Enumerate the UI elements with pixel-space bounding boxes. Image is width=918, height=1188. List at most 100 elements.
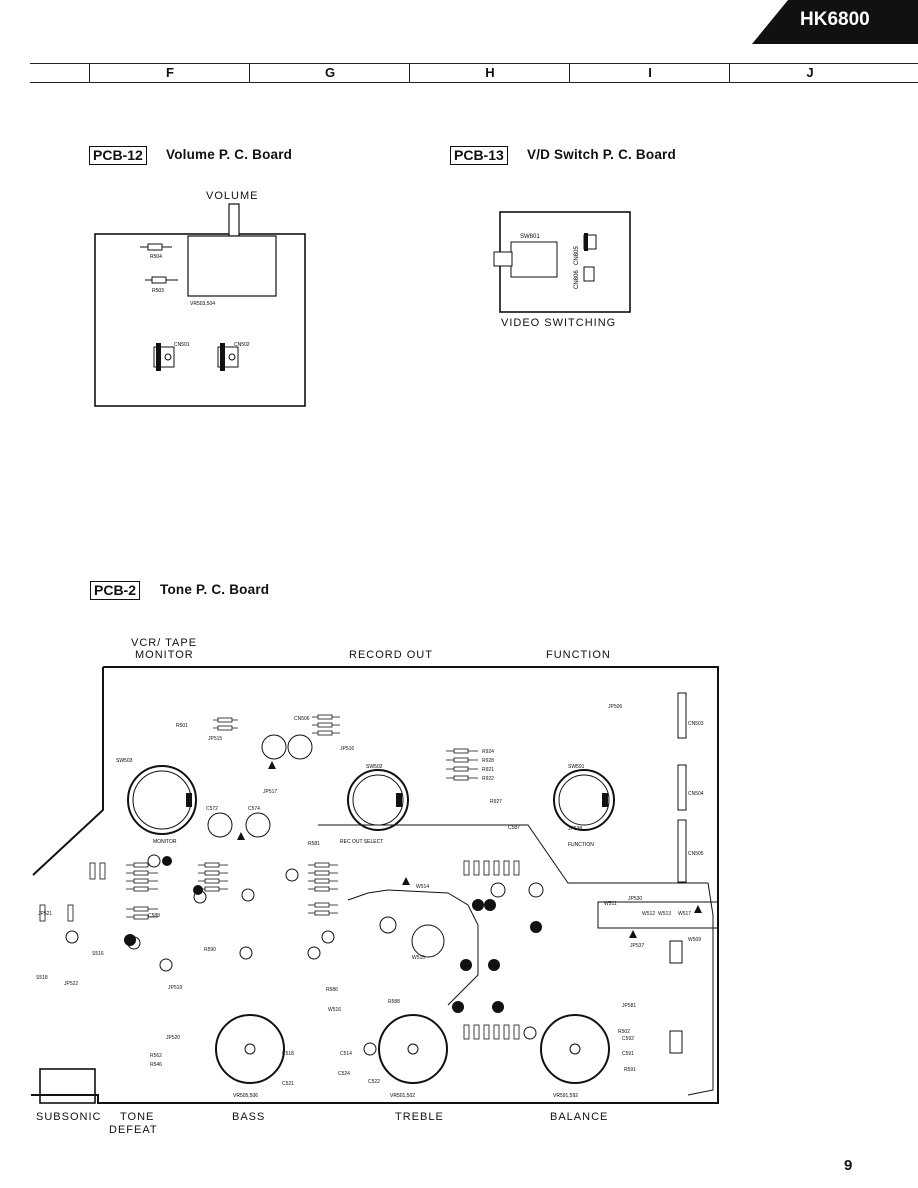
grid-column-g: G	[249, 64, 410, 82]
svg-text:W515: W515	[412, 955, 425, 961]
pcb-2-tag: PCB-2	[90, 581, 141, 600]
svg-text:SW503: SW503	[116, 758, 133, 764]
svg-text:CN506: CN506	[294, 716, 310, 722]
cn-right-3	[677, 819, 687, 883]
svg-text:C572: C572	[206, 806, 218, 812]
svg-text:C521: C521	[282, 1081, 294, 1087]
svg-text:R921: R921	[482, 767, 494, 773]
grid-column-f: F	[89, 64, 250, 82]
record-out-switch: SW502 REC OUT SELECT	[340, 764, 409, 845]
pcb-12-title: Volume P. C. Board	[166, 147, 293, 162]
cn502-label: CN502	[234, 342, 250, 348]
cn501-label: CN501	[174, 342, 190, 348]
svg-text:JP506: JP506	[608, 704, 622, 710]
svg-text:CN504: CN504	[688, 791, 704, 797]
monitor-label: MONITOR	[135, 649, 194, 661]
sw801-actuator	[493, 251, 513, 267]
treble-label: TREBLE	[395, 1111, 444, 1123]
svg-text:W516: W516	[328, 1007, 341, 1013]
record-out-label: RECORD OUT	[349, 649, 433, 661]
svg-text:C574: C574	[248, 806, 260, 812]
cn805-label: CN805	[574, 246, 580, 265]
r503-resistor	[151, 276, 167, 284]
svg-text:JP516: JP516	[340, 746, 354, 752]
svg-text:JP538: JP538	[568, 826, 582, 832]
svg-text:W513: W513	[658, 911, 671, 917]
tone-board-drawing: SW503 MONITOR SW502 REC OUT SELECT SW591…	[31, 666, 719, 1104]
pcb-2-title: Tone P. C. Board	[160, 582, 270, 597]
svg-text:R927: R927	[490, 799, 502, 805]
svg-text:JP530: JP530	[628, 896, 642, 902]
svg-text:R501: R501	[176, 723, 188, 729]
r504-label: R504	[150, 254, 162, 260]
volume-shaft	[228, 203, 240, 237]
r503-label: R503	[152, 288, 164, 294]
grid-column-i: I	[569, 64, 730, 82]
tone-label: TONE	[120, 1111, 155, 1123]
cn-right-2	[677, 764, 687, 811]
svg-text:C591: C591	[622, 1051, 634, 1057]
balance-pot: VR591,592	[540, 1014, 610, 1099]
svg-text:JP515: JP515	[208, 736, 222, 742]
vcr-tape-label: VCR/ TAPE	[131, 637, 198, 649]
svg-text:R562: R562	[150, 1053, 162, 1059]
pcb-12-tag: PCB-12	[89, 146, 147, 165]
balance-label: BALANCE	[550, 1111, 609, 1123]
video-switching-caption: VIDEO SWITCHING	[501, 317, 617, 329]
volume-board-outline	[94, 233, 306, 407]
svg-text:C592: C592	[622, 1036, 634, 1042]
svg-text:R546: R546	[150, 1062, 162, 1068]
subsonic-switch-cutout	[39, 1068, 96, 1104]
svg-text:JP519: JP519	[168, 985, 182, 991]
svg-text:S516: S516	[92, 951, 104, 957]
cn-right-5	[669, 1030, 683, 1054]
page-number: 9	[844, 1157, 853, 1174]
bass-pot: VR505,506	[215, 1014, 285, 1099]
svg-text:JP517: JP517	[263, 789, 277, 795]
svg-text:R581: R581	[308, 841, 320, 847]
sw801-label: SW801	[520, 234, 540, 240]
svg-text:SW502: SW502	[366, 764, 383, 770]
svg-text:C518: C518	[282, 1051, 294, 1057]
svg-text:JP522: JP522	[64, 981, 78, 987]
treble-pot: VR501,502	[378, 1014, 448, 1099]
subsonic-label: SUBSONIC	[36, 1111, 102, 1123]
svg-text:JP520: JP520	[166, 1035, 180, 1041]
volume-pot-body	[187, 235, 277, 297]
grid-reference-bar: F G H I J	[30, 63, 918, 83]
svg-text:REC OUT SELECT: REC OUT SELECT	[340, 839, 383, 845]
volume-board-drawing: R504 R503 VR503,504 CN501 CN502	[94, 203, 306, 407]
tone-board-outline	[31, 666, 719, 1104]
svg-text:MONITOR: MONITOR	[153, 839, 177, 845]
svg-text:R588: R588	[388, 999, 400, 1005]
svg-text:R922: R922	[482, 776, 494, 782]
bass-label: BASS	[232, 1111, 266, 1123]
svg-text:C514: C514	[340, 1051, 352, 1057]
svg-text:VR501,502: VR501,502	[390, 1093, 415, 1099]
svg-text:W512: W512	[642, 911, 655, 917]
pcb-13-tag: PCB-13	[450, 146, 508, 165]
svg-text:C587: C587	[508, 825, 520, 831]
svg-text:R928: R928	[482, 758, 494, 764]
svg-text:VR505,506: VR505,506	[233, 1093, 258, 1099]
grid-column-j: J	[729, 64, 890, 82]
volume-label: VOLUME	[206, 190, 259, 202]
pcb-13-title: V/D Switch P. C. Board	[527, 147, 676, 162]
model-header-tab: HK6800	[752, 0, 918, 44]
vr503-label: VR503,504	[190, 301, 215, 307]
cn-right-1	[677, 692, 687, 739]
svg-text:W509: W509	[688, 937, 701, 943]
svg-text:C522: C522	[368, 1079, 380, 1085]
vd-switch-board-drawing: SW801 CN805 CN806	[493, 211, 631, 313]
monitor-switch: SW503 MONITOR	[116, 758, 197, 845]
svg-text:VR591,592: VR591,592	[553, 1093, 578, 1099]
model-name: HK6800	[800, 9, 870, 30]
cn-right-4	[669, 940, 683, 964]
svg-text:W514: W514	[416, 884, 429, 890]
cn806-connector	[583, 266, 595, 282]
sw801-switch	[510, 241, 558, 278]
svg-text:JP581: JP581	[622, 1003, 636, 1009]
svg-text:W511: W511	[604, 901, 617, 907]
svg-text:W517: W517	[678, 911, 691, 917]
svg-text:FUNCTION: FUNCTION	[568, 842, 594, 848]
